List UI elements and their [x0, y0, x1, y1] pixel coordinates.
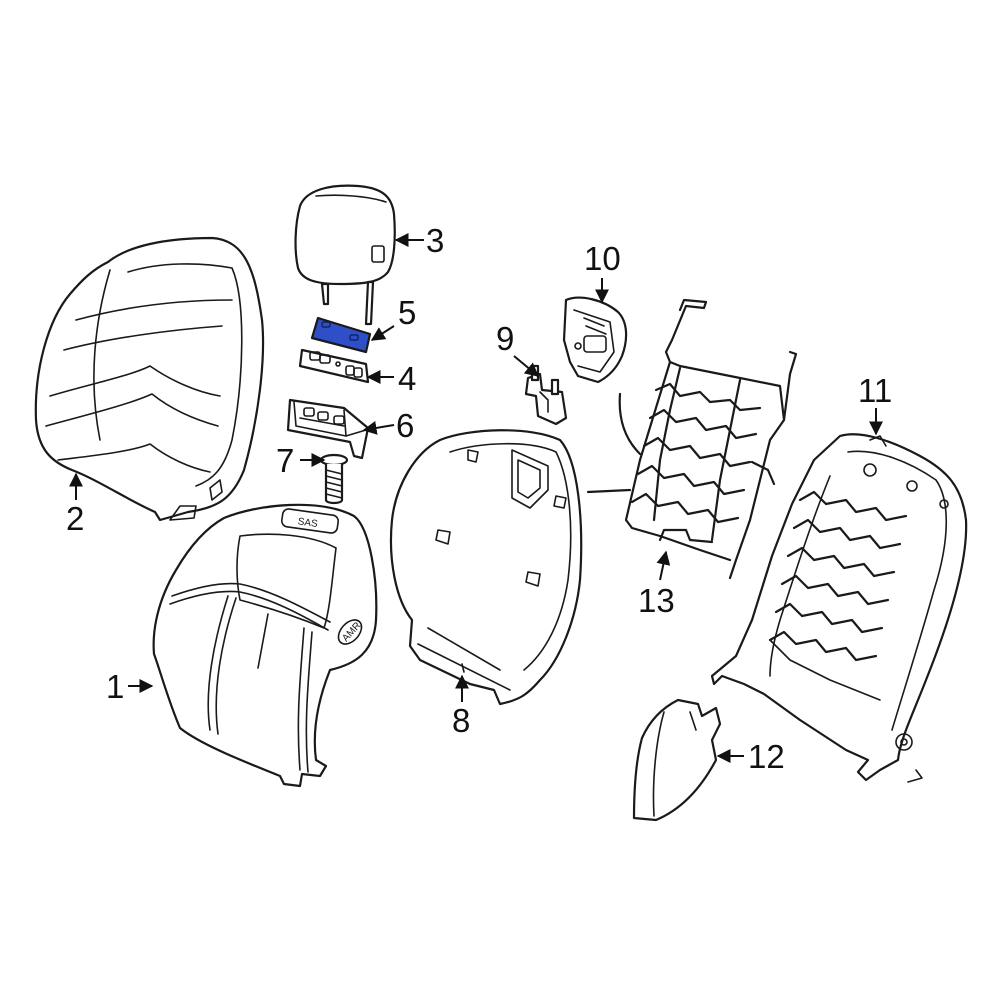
callout-9: 9: [496, 320, 514, 357]
callout-4: 4: [398, 360, 416, 397]
part-5-trim-plate-highlighted[interactable]: [310, 316, 372, 354]
leader-9: [513, 355, 540, 377]
leader-13: [656, 550, 671, 581]
part-4-button-panel[interactable]: [298, 348, 370, 384]
part-3-headrest[interactable]: [294, 184, 396, 326]
svg-text:SAS: SAS: [297, 516, 319, 530]
callout-11: 11: [858, 372, 892, 409]
part-2-seat-back-cover[interactable]: [34, 236, 265, 522]
callout-13: 13: [638, 582, 675, 619]
callout-7: 7: [276, 442, 294, 479]
callout-1: 1: [106, 668, 124, 705]
callout-6: 6: [396, 407, 414, 444]
callout-10: 10: [584, 240, 621, 277]
leader-5: [370, 325, 395, 341]
callout-labels: 1 2 3 4 5 6 7 8 9 10 11 12 13: [66, 222, 892, 775]
part-9-bracket[interactable]: [524, 364, 568, 426]
callout-12: 12: [748, 738, 785, 775]
part-8-seat-back-panel[interactable]: [389, 429, 583, 706]
callout-8: 8: [452, 702, 470, 739]
part-1-seat-back-trim-cover[interactable]: SAS AMR: [152, 503, 378, 788]
part-13-spring-mat[interactable]: [586, 298, 798, 580]
part-10-lumbar-module[interactable]: [562, 296, 628, 384]
callout-3: 3: [426, 222, 444, 259]
callout-2: 2: [66, 500, 84, 537]
part-11-seat-back-frame[interactable]: [710, 433, 968, 783]
part-12-side-shield[interactable]: [632, 698, 722, 822]
sas-badge: SAS: [280, 508, 340, 534]
part-6-switch-housing[interactable]: [286, 398, 370, 460]
leader-6: [362, 421, 395, 435]
leader-lines: [69, 233, 883, 763]
callout-5: 5: [398, 294, 416, 331]
part-7-bolt[interactable]: [319, 453, 349, 505]
